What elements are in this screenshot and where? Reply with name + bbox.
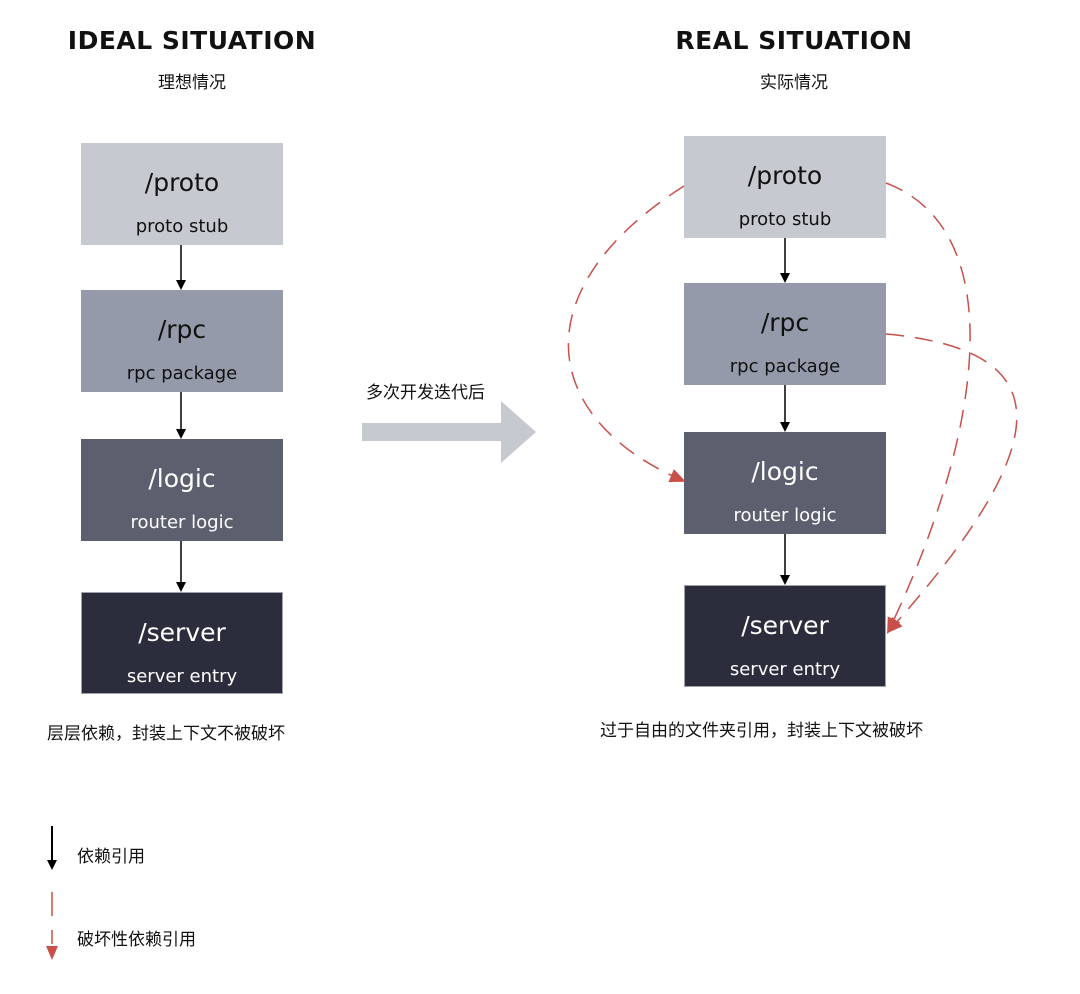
real-logic-desc: router logic [733,505,837,526]
breaking-arrow-proto-logic [567,185,686,482]
ideal-logic-path: /logic [148,464,216,493]
ideal-logic-desc: router logic [130,512,234,533]
ideal-title: IDEAL SITUATION [67,26,317,55]
ideal-proto-desc: proto stub [135,216,229,237]
real-proto-box: /proto proto stub [684,136,886,238]
real-subtitle: 实际情况 [760,73,828,93]
ideal-server-desc: server entry [126,666,238,687]
breaking-arrow-rpc-server [885,333,1018,634]
real-logic-path: /logic [751,457,819,486]
real-rpc-desc: rpc package [729,356,841,377]
legend-dependency-label: 依赖引用 [77,847,145,867]
ideal-caption: 层层依赖，封装上下文不被破坏 [47,724,285,744]
real-logic-box: /logic router logic [684,432,886,534]
ideal-proto-path: /proto [144,168,220,197]
real-server-path: /server [741,611,829,640]
ideal-proto-box: /proto proto stub [81,143,283,245]
legend-breaking-label: 破坏性依赖引用 [77,930,196,950]
legend-dashed-arrow-icon [46,892,58,960]
ideal-rpc-path: /rpc [157,315,207,344]
ideal-server-path: /server [138,618,226,647]
real-rpc-box: /rpc rpc package [684,283,886,385]
real-proto-path: /proto [747,161,823,190]
ideal-logic-box: /logic router logic [81,439,283,541]
real-server-box: /server server entry [684,585,886,687]
ideal-rpc-box: /rpc rpc package [81,290,283,392]
ideal-subtitle: 理想情况 [158,73,226,93]
ideal-server-box: /server server entry [81,592,283,694]
real-rpc-path: /rpc [760,308,810,337]
transition-label: 多次开发迭代后 [366,383,485,403]
real-caption: 过于自由的文件夹引用，封装上下文被破坏 [600,721,923,741]
real-proto-desc: proto stub [738,209,832,230]
breaking-arrow-proto-server [885,182,971,634]
ideal-rpc-desc: rpc package [126,363,238,384]
real-server-desc: server entry [729,659,841,680]
transition-arrow [362,401,536,463]
real-title: REAL SITUATION [675,26,913,55]
